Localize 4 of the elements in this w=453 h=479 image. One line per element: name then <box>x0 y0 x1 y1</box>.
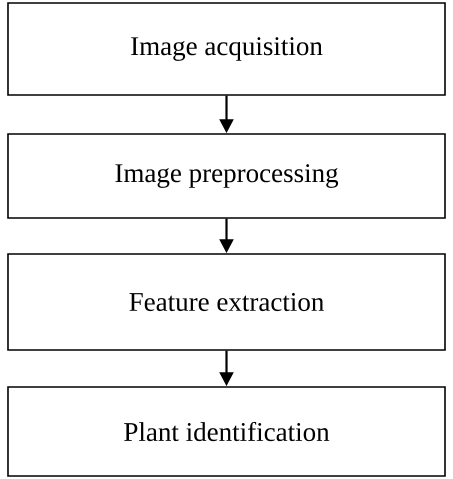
process-box: Image acquisition <box>7 2 446 96</box>
process-box: Plant identification <box>7 386 446 477</box>
process-box: Feature extraction <box>7 253 446 351</box>
process-box: Image preprocessing <box>7 133 446 219</box>
